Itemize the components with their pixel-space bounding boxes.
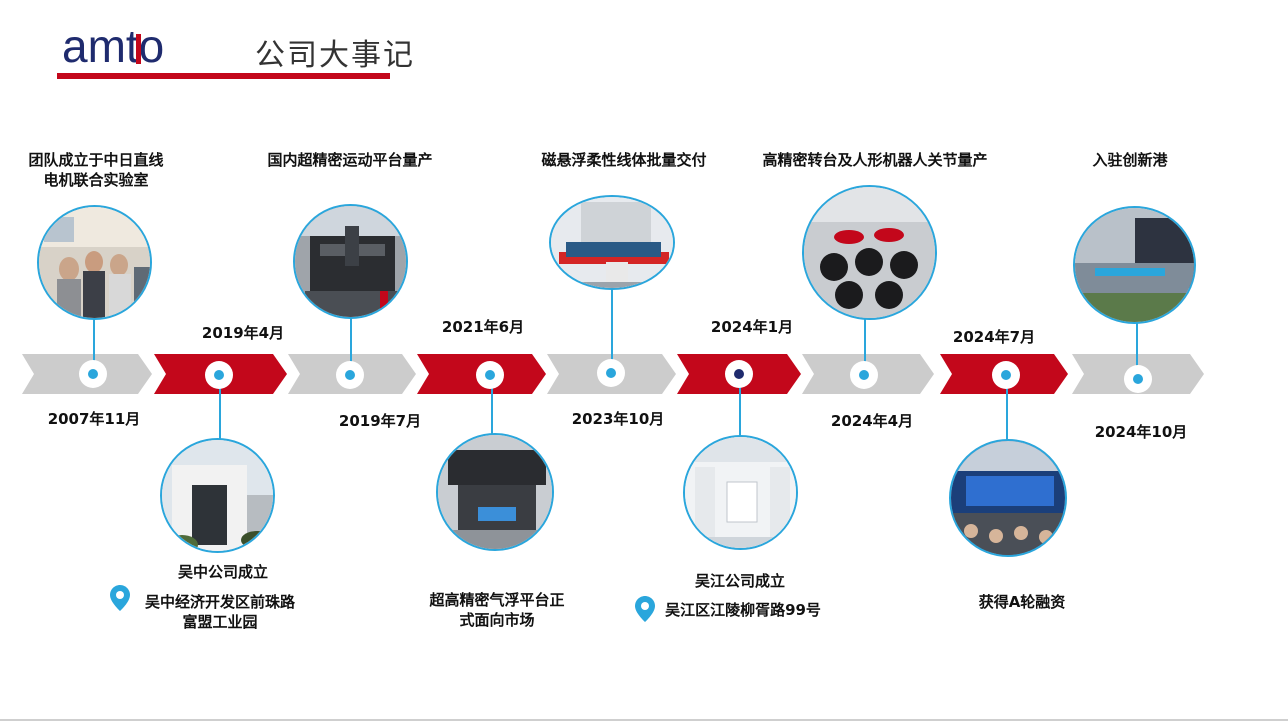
- event-photo-2: [160, 438, 275, 553]
- event-photo-4: [436, 433, 554, 551]
- event-caption-8: 获得A轮融资: [978, 593, 1066, 611]
- event-date-7: 2024年4月: [830, 412, 914, 430]
- event-photo-9: [1073, 206, 1196, 324]
- event-date-8: 2024年7月: [952, 328, 1036, 346]
- footer-divider: [0, 719, 1288, 721]
- connector-8: [1006, 374, 1008, 440]
- page-title: 公司大事记: [255, 38, 415, 73]
- timeline-node-7: [850, 361, 878, 389]
- event-date-9: 2024年10月: [1094, 423, 1188, 441]
- timeline-node-8: [992, 361, 1020, 389]
- event-date-3: 2019年7月: [338, 412, 422, 430]
- event-caption-1: 团队成立于中日直线 电机联合实验室: [10, 150, 182, 190]
- timeline-node-1: [79, 360, 107, 388]
- event-photo-6: [683, 435, 798, 550]
- event-caption-5: 磁悬浮柔性线体批量交付: [541, 151, 707, 169]
- event-caption-6: 吴江公司成立: [694, 572, 785, 590]
- event-address-2-line-2: 富盟工业园: [182, 613, 258, 631]
- event-photo-7: [802, 185, 937, 320]
- brand-accent: [136, 34, 141, 64]
- event-photo-8: [949, 439, 1067, 557]
- event-caption-7: 高精密转台及人形机器人关节量产: [762, 151, 988, 169]
- timeline-node-3: [336, 361, 364, 389]
- timeline-node-2: [205, 361, 233, 389]
- event-date-1: 2007年11月: [47, 410, 141, 428]
- event-caption-2: 吴中公司成立: [177, 563, 268, 581]
- event-caption-4-line-2: 式面向市场: [459, 611, 535, 629]
- connector-3: [350, 316, 352, 374]
- connector-4: [491, 374, 493, 444]
- event-date-4: 2021年6月: [441, 318, 525, 336]
- event-address-2: 吴中经济开发区前珠路 富盟工业园: [132, 592, 308, 632]
- event-date-6: 2024年1月: [710, 318, 794, 336]
- event-caption-9: 入驻创新港: [1092, 151, 1168, 169]
- timeline-node-5: [597, 359, 625, 387]
- event-photo-1: [37, 205, 152, 320]
- event-caption-3: 国内超精密运动平台量产: [267, 151, 433, 169]
- timeline-node-6: [725, 360, 753, 388]
- connector-6: [739, 374, 741, 436]
- event-photo-5: [549, 195, 675, 290]
- connector-1: [93, 318, 95, 374]
- timeline-node-9: [1124, 365, 1152, 393]
- timeline-band: [22, 354, 1204, 394]
- event-address-2-line-1: 吴中经济开发区前珠路: [144, 593, 295, 611]
- location-pin-icon: [635, 596, 655, 622]
- event-date-2: 2019年4月: [201, 324, 285, 342]
- title-underline: [57, 73, 390, 79]
- event-caption-1-line-2: 电机联合实验室: [43, 171, 149, 189]
- event-photo-3: [293, 204, 408, 319]
- event-caption-4: 超高精密气浮平台正 式面向市场: [412, 590, 582, 630]
- event-address-6: 吴江区江陵柳胥路99号: [658, 600, 828, 620]
- event-date-5: 2023年10月: [571, 410, 665, 428]
- brand-wordmark: amto: [62, 22, 164, 72]
- location-pin-icon: [110, 585, 130, 611]
- connector-5: [611, 288, 613, 372]
- connector-9: [1136, 322, 1138, 378]
- event-caption-4-line-1: 超高精密气浮平台正: [429, 591, 565, 609]
- amto-logo: amto: [62, 22, 164, 72]
- connector-7: [864, 316, 866, 374]
- timeline-node-4: [476, 361, 504, 389]
- event-address-6-line-1: 吴江区江陵柳胥路99号: [665, 601, 821, 619]
- event-caption-1-line-1: 团队成立于中日直线: [28, 151, 164, 169]
- connector-2: [219, 374, 221, 448]
